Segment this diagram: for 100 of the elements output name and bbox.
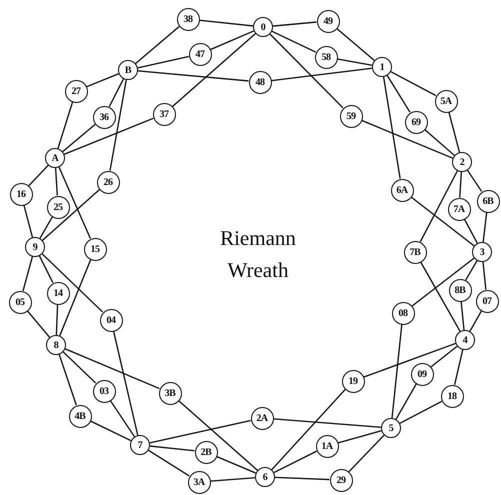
vertex-circle: 05: [8, 290, 32, 314]
vertex-circle: 18: [440, 384, 464, 408]
graph-edge: [460, 301, 465, 330]
graph-edge: [38, 256, 54, 283]
vertex-circle: 04: [100, 308, 122, 332]
vertex-circle: 25: [46, 196, 70, 218]
vertex-circle: 1: [372, 57, 392, 77]
vertex-circle: 6: [255, 467, 275, 487]
vertex-circle: 6B: [476, 190, 500, 212]
vertex-circle: 48: [248, 70, 272, 94]
graph-edge: [361, 120, 453, 159]
vertex-circle: 69: [404, 110, 428, 134]
vertex-circle: 0: [253, 17, 273, 37]
graph-edge: [469, 310, 482, 332]
vertex-circle: 2A: [250, 406, 274, 430]
vertex-circle: 6A: [390, 178, 414, 202]
graph-edge: [42, 189, 100, 241]
graph-edge: [90, 420, 132, 442]
vertex-circle: 16: [10, 182, 32, 206]
graph-edge: [382, 76, 401, 179]
graph-edge: [459, 172, 462, 198]
graph-edge: [172, 33, 256, 107]
graph-edge: [23, 204, 34, 238]
vertex-circle: 3B: [158, 382, 182, 404]
vertex-circle: 19: [342, 370, 364, 392]
graph-edge: [58, 354, 77, 406]
graph-edge: [108, 78, 124, 108]
vertex-circle: 2B: [194, 440, 218, 464]
vertex-circle: 2: [452, 152, 472, 172]
graph-edge: [395, 384, 417, 420]
graph-edge: [271, 389, 346, 470]
vertex-circle: 4B: [68, 404, 92, 428]
graph-edge: [465, 260, 478, 280]
graph-edge: [386, 75, 410, 113]
graph-edge: [448, 112, 460, 152]
graph-edge: [454, 350, 464, 385]
graph-edge: [57, 102, 74, 149]
vertex-circle: 7B: [404, 240, 426, 264]
graph-edge: [273, 418, 382, 428]
graph-edge: [54, 168, 58, 196]
graph-edge: [110, 400, 135, 438]
graph-edge: [272, 30, 316, 53]
vertex-circle: 5A: [434, 90, 458, 112]
vertex-circle: 26: [96, 170, 120, 194]
graph-edge: [42, 253, 104, 312]
graph-edge: [178, 400, 258, 471]
graph-edge: [62, 124, 96, 152]
graph-edge: [210, 30, 254, 50]
vertex-circle: 7: [130, 435, 150, 455]
graph-edge: [210, 477, 256, 482]
vertex-circle: 36: [92, 106, 116, 128]
graph-edge: [274, 476, 330, 480]
vertex-circle: 8: [46, 335, 66, 355]
vertex-circle: 9: [25, 237, 45, 257]
graph-edge: [58, 166, 91, 239]
vertex-circle: 5: [381, 418, 401, 438]
graph-edge: [271, 68, 372, 82]
graph-edge: [138, 56, 189, 68]
graph-edge: [464, 218, 478, 244]
graph-edge: [336, 28, 375, 62]
vertex-circle: 03: [92, 380, 116, 402]
graph-edge: [410, 196, 474, 246]
graph-edge: [135, 26, 180, 64]
graph-edge: [199, 20, 254, 27]
graph-edge: [420, 170, 458, 242]
graph-edge: [62, 351, 96, 384]
graph-edge: [109, 80, 127, 171]
graph-edge: [112, 331, 138, 436]
vertex-circle: A: [45, 148, 65, 168]
graph-edge: [400, 400, 442, 424]
vertex-circle: 38: [176, 8, 200, 30]
graph-edge: [272, 21, 317, 27]
graph-edge: [338, 430, 382, 444]
vertex-circle: 58: [314, 46, 338, 68]
vertex-circle: 4: [455, 330, 475, 350]
graph-edge: [64, 118, 154, 155]
graph-edge: [390, 71, 436, 96]
graph-edge: [412, 258, 474, 306]
vertex-circle: 7A: [448, 198, 470, 220]
vertex-circle: 37: [152, 102, 176, 126]
vertex-circle: 47: [188, 42, 212, 66]
graph-edge: [22, 256, 33, 292]
graph-edge: [348, 434, 385, 472]
graph-edge: [274, 450, 317, 474]
vertex-circle: 8B: [448, 278, 472, 302]
vertex-circle: 3A: [188, 470, 210, 494]
graph-edge: [86, 73, 119, 88]
vertex-circle: 14: [46, 282, 70, 304]
graph-edge: [424, 129, 455, 156]
graph-edge: [270, 34, 344, 108]
graph-edge: [430, 346, 458, 368]
vertex-circle: 1A: [316, 434, 338, 458]
graph-edge: [482, 262, 486, 290]
graph-edge: [420, 262, 461, 332]
vertex-circle: 15: [84, 238, 106, 260]
vertex-circle: B: [118, 60, 138, 80]
graph-edge: [64, 348, 160, 390]
graph-edge: [391, 324, 402, 418]
graph-edge: [482, 212, 488, 242]
vertex-circle: 08: [392, 302, 414, 324]
